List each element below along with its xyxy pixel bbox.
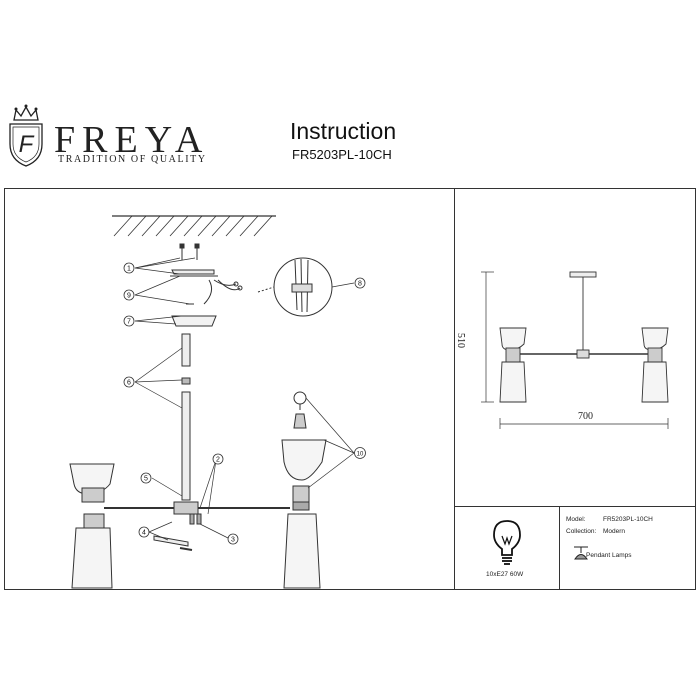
dimension-height: 510: [455, 333, 466, 348]
bulb-icon: [490, 518, 524, 571]
svg-text:5: 5: [144, 476, 148, 483]
bulb-spec-divider: [559, 506, 560, 589]
dimension-drawing: [481, 271, 669, 429]
brand-emblem: F: [6, 104, 46, 168]
model-value: FR5203PL-10CH: [603, 516, 653, 523]
svg-text:2: 2: [216, 457, 220, 464]
svg-text:9: 9: [127, 293, 131, 300]
callout-6: 6: [123, 376, 135, 388]
callout-7: 7: [123, 315, 135, 327]
callout-2: 2: [212, 453, 224, 465]
svg-text:10: 10: [357, 452, 364, 458]
callout-4: 4: [138, 526, 150, 538]
svg-text:6: 6: [127, 380, 131, 387]
model-label: Model:: [566, 516, 586, 523]
svg-text:1: 1: [127, 266, 131, 273]
callout-10: 10: [354, 447, 366, 459]
callout-9: 9: [123, 289, 135, 301]
brand-name: FREYA: [54, 119, 210, 161]
callout-8: 8: [354, 277, 366, 289]
bulb-spec-label: 10xE27 60W: [486, 571, 524, 578]
svg-text:7: 7: [127, 319, 131, 326]
frame-divider-vertical: [454, 189, 455, 589]
assembly-drawing: 1 9 7 6 8 10 5 2: [69, 215, 366, 589]
document-model-code: FR5203PL-10CH: [292, 147, 392, 162]
frame-divider-horizontal: [454, 506, 695, 507]
svg-text:4: 4: [142, 530, 146, 537]
collection-value: Modern: [603, 528, 626, 535]
svg-text:8: 8: [358, 281, 362, 288]
product-type-label: Pendant Lamps: [586, 552, 632, 559]
dimension-width: 700: [578, 411, 593, 422]
svg-text:3: 3: [231, 537, 235, 544]
brand-tagline: TRADITION OF QUALITY: [58, 154, 207, 165]
pendant-lamp-icon: [570, 545, 592, 568]
emblem-letter: F: [19, 131, 35, 158]
document-title: Instruction: [290, 118, 397, 144]
callout-3: 3: [227, 533, 239, 545]
callout-5: 5: [140, 472, 152, 484]
callout-1: 1: [123, 262, 135, 274]
instruction-frame: [4, 188, 696, 590]
collection-label: Collection:: [566, 528, 597, 535]
